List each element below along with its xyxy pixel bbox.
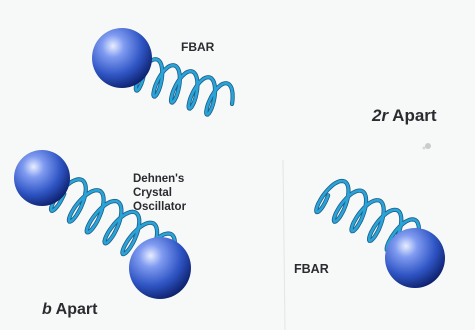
sphere-icon [385, 228, 445, 288]
two-r-variable: 2r [372, 106, 388, 125]
speck-mark [423, 147, 426, 150]
sphere-icon [92, 28, 152, 88]
dehnen-label-line: Crystal [133, 186, 213, 200]
b-apart-word: Apart [56, 301, 98, 318]
fold-line [283, 160, 285, 330]
two-r-apart-label: 2r Apart [372, 106, 437, 126]
b-variable: b [42, 301, 52, 318]
sphere-icon [129, 237, 191, 299]
fbar-spring-bottom [316, 181, 445, 288]
speck-mark [425, 143, 431, 149]
dehnen-crystal-oscillator-label: Dehnen's Crystal Oscillator [133, 172, 213, 214]
dehnen-label-line: Oscillator [133, 200, 213, 214]
two-r-apart-word: Apart [392, 106, 436, 125]
sphere-icon [14, 150, 70, 206]
b-apart-label: b Apart [42, 301, 97, 319]
fbar-label-bottom: FBAR [294, 262, 329, 276]
dehnen-label-line: Dehnen's [133, 172, 213, 186]
fbar-label-top: FBAR [181, 40, 214, 54]
